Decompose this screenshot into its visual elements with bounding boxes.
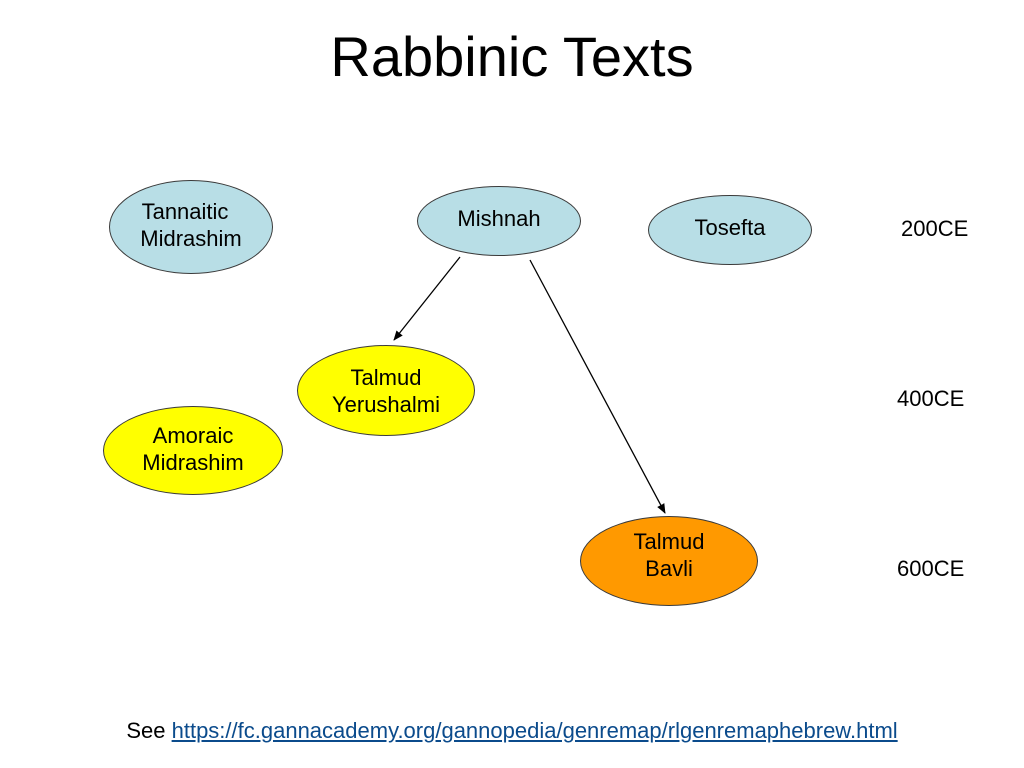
node-amoraic-midrashim: Amoraic Midrashim [103, 406, 283, 495]
source-footer: See https://fc.gannacademy.org/gannopedi… [0, 716, 1024, 746]
node-talmud-bavli: Talmud Bavli [580, 516, 758, 606]
node-talmud-bavli-line2: Bavli [645, 556, 693, 581]
arrow-mishnah-to-bavli [529, 259, 666, 514]
arrow-mishnah-to-yerushalmi [393, 256, 461, 341]
era-label-400ce: 400CE [897, 386, 965, 411]
node-amoraic-midrashim-line2: Midrashim [142, 450, 244, 475]
node-talmud-yerushalmi: Talmud Yerushalmi [297, 345, 475, 436]
node-tannaitic-midrashim-line1: Tannaitic [141, 199, 229, 224]
source-link[interactable]: https://fc.gannacademy.org/gannopedia/ge… [171, 718, 898, 743]
node-tosefta: Tosefta [648, 195, 812, 265]
node-talmud-bavli-line1: Talmud [633, 529, 705, 554]
era-label-600ce: 600CE [897, 556, 965, 581]
node-mishnah-line1: Mishnah [457, 206, 541, 231]
node-amoraic-midrashim-line1: Amoraic [152, 423, 234, 448]
node-tannaitic-midrashim-line2: Midrashim [140, 226, 242, 251]
node-talmud-yerushalmi-line2: Yerushalmi [331, 392, 441, 417]
node-talmud-yerushalmi-line1: Talmud [350, 365, 422, 390]
slide-title: Rabbinic Texts [330, 25, 694, 88]
node-mishnah: Mishnah [417, 186, 581, 256]
node-tannaitic-midrashim: Tannaitic Midrashim [109, 180, 273, 274]
footer-prefix: See [126, 718, 166, 743]
era-label-200ce: 200CE [901, 216, 969, 241]
node-tosefta-line1: Tosefta [694, 215, 766, 240]
